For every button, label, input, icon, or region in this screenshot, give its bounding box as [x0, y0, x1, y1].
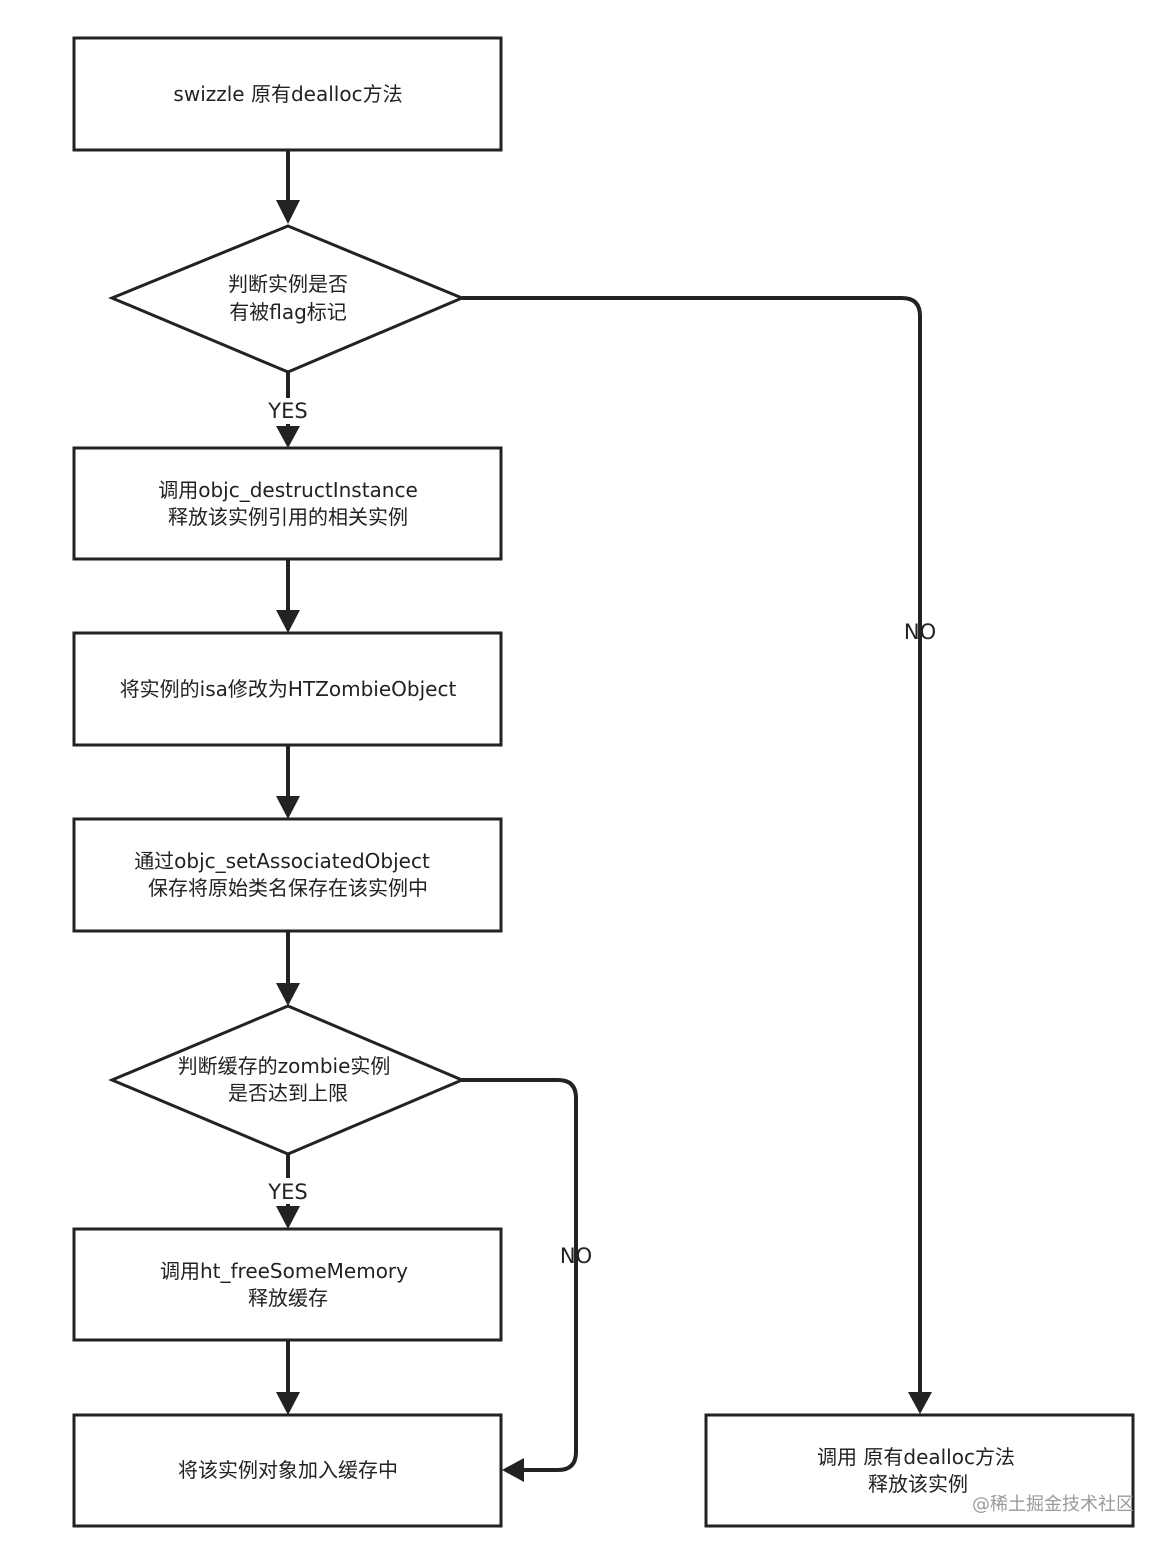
node-check-cache-line2: 是否达到上限 [228, 1081, 348, 1105]
node-destruct: 调用objc_destructInstance 释放该实例引用的相关实例 [72, 446, 503, 561]
arrow-head-set-isa [276, 610, 300, 633]
node-add-cache: 将该实例对象加入缓存中 [72, 1413, 503, 1528]
node-set-assoc-line1: 通过objc_setAssociatedObject [134, 849, 430, 873]
watermark-text: @稀土掘金技术社区 [972, 1494, 1134, 1515]
node-check-cache: 判断缓存的zombie实例 是否达到上限 [108, 1004, 466, 1156]
edge-label-cache-yes: YES [267, 1180, 307, 1204]
arrow-head-free-memory [276, 1206, 300, 1229]
arrow-head-check-cache [276, 983, 300, 1006]
node-check-flag: 判断实例是否 有被flag标记 [108, 224, 466, 374]
node-orig-dealloc-line2: 释放该实例 [868, 1472, 968, 1496]
arrow-head-check-flag [276, 200, 300, 224]
edge-check-cache-no [462, 1078, 578, 1472]
node-swizzle-label: swizzle 原有dealloc方法 [173, 82, 402, 106]
node-check-flag-line1: 判断实例是否 [228, 272, 348, 296]
node-set-assoc-line2: 保存将原始类名保存在该实例中 [148, 876, 428, 900]
arrow-head-destruct [276, 426, 300, 448]
node-check-cache-line1: 判断缓存的zombie实例 [178, 1054, 391, 1078]
node-orig-dealloc-line1: 调用 原有dealloc方法 [817, 1445, 1015, 1469]
node-free-memory: 调用ht_freeSomeMemory 释放缓存 [72, 1227, 503, 1342]
node-set-isa: 将实例的isa修改为HTZombieObject [72, 631, 503, 747]
edges [276, 150, 932, 1482]
arrow-head-add-cache [502, 1458, 524, 1482]
node-set-assoc: 通过objc_setAssociatedObject 保存将原始类名保存在该实例… [72, 817, 503, 933]
arrow-head-set-assoc [276, 796, 300, 819]
node-destruct-line1: 调用objc_destructInstance [158, 478, 418, 502]
edge-label-flag-no: NO [904, 620, 936, 644]
node-add-cache-label: 将该实例对象加入缓存中 [178, 1458, 398, 1482]
edge-label-flag-yes: YES [267, 399, 307, 423]
node-orig-dealloc: 调用 原有dealloc方法 释放该实例 [704, 1413, 1135, 1528]
edge-label-cache-no: NO [560, 1244, 592, 1268]
node-free-memory-line2: 释放缓存 [248, 1286, 328, 1310]
arrow-head-orig-dealloc [908, 1392, 932, 1414]
arrow-head-add-cache-top [276, 1392, 300, 1415]
node-set-isa-label: 将实例的isa修改为HTZombieObject [120, 677, 457, 701]
node-check-flag-line2: 有被flag标记 [229, 300, 347, 324]
node-swizzle: swizzle 原有dealloc方法 [72, 36, 503, 152]
edge-check-flag-no [462, 296, 922, 1392]
node-destruct-line2: 释放该实例引用的相关实例 [168, 505, 408, 529]
node-free-memory-line1: 调用ht_freeSomeMemory [160, 1259, 408, 1283]
